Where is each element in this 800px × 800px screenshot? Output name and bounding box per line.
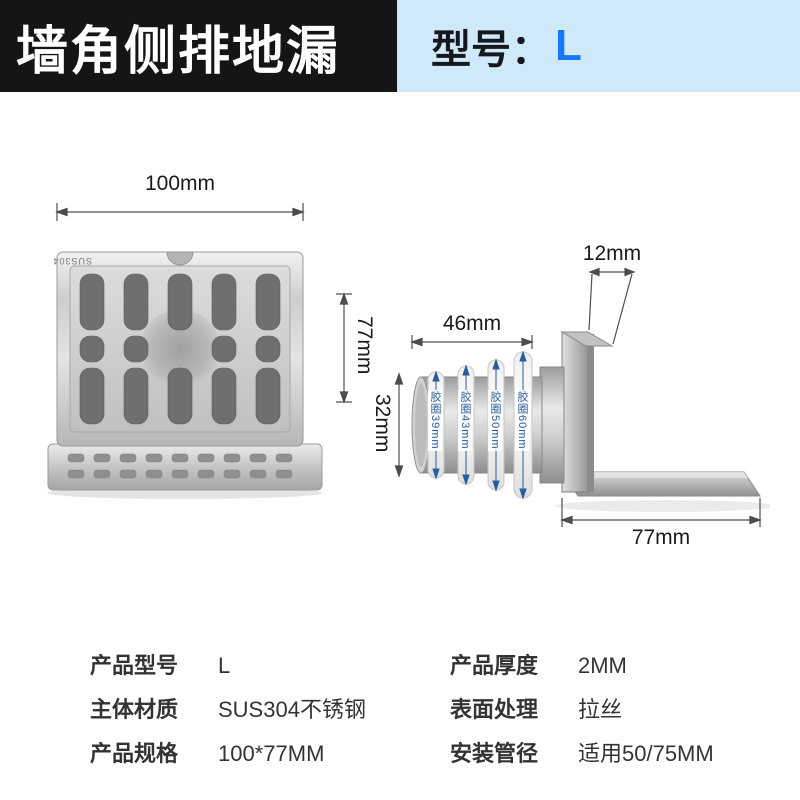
spec-label: 产品规格 bbox=[90, 741, 179, 766]
drain-cover-plate: SUS304 bbox=[52, 251, 304, 447]
spec-row-thickness: 产品厚度 2MM bbox=[450, 648, 627, 680]
pipe-collar bbox=[539, 366, 565, 484]
spec-label: 安装管径 bbox=[450, 741, 539, 766]
ring-size-label-50: 胶圈50mm bbox=[488, 390, 502, 451]
spec-value: SUS304不锈钢 bbox=[218, 697, 366, 722]
ring-size-label-39: 胶圈39mm bbox=[428, 390, 442, 451]
tray-slots bbox=[67, 453, 293, 479]
spec-row-model: 产品型号 L bbox=[90, 648, 230, 680]
spec-value: 拉丝 bbox=[578, 697, 623, 722]
ring-size-label-60: 胶圈60mm bbox=[515, 390, 529, 451]
top-view-width-dimension: 100mm bbox=[144, 172, 216, 195]
drain-tray bbox=[47, 443, 323, 491]
ring-size-label-43: 胶圈43mm bbox=[458, 390, 472, 451]
spec-row-size: 产品规格 100*77MM bbox=[90, 736, 324, 768]
product-title: 墙角侧排地漏 bbox=[16, 22, 341, 81]
drain-top-view-illustration: SUS304 bbox=[47, 251, 323, 499]
header: 墙角侧排地漏 型号： L bbox=[0, 0, 800, 92]
product-title-banner: 墙角侧排地漏 bbox=[0, 0, 397, 92]
spec-value: 2MM bbox=[578, 653, 627, 678]
model-banner: 型号： L bbox=[397, 0, 800, 92]
grate-slots bbox=[79, 273, 281, 425]
spec-label: 产品型号 bbox=[90, 653, 179, 678]
spec-row-material: 主体材质 SUS304不锈钢 bbox=[90, 692, 366, 724]
spec-row-surface: 表面处理 拉丝 bbox=[450, 692, 622, 724]
model-value: L bbox=[555, 21, 582, 70]
bracket-vertical-plate bbox=[561, 331, 589, 493]
pipe-length-dimension: 46mm bbox=[442, 312, 502, 335]
pipe-diameter-dimension: 32mm bbox=[371, 394, 394, 453]
spec-label: 主体材质 bbox=[90, 697, 179, 722]
flange-width-dimension: 12mm bbox=[582, 242, 642, 265]
spec-label: 表面处理 bbox=[450, 697, 539, 722]
spec-value: 适用50/75MM bbox=[578, 741, 714, 766]
spec-value: L bbox=[218, 653, 231, 678]
top-view-height-dimension: 77mm bbox=[353, 316, 376, 375]
bracket-top-flange bbox=[560, 331, 614, 347]
spec-row-pipe-diameter: 安装管径 适用50/75MM bbox=[450, 736, 714, 768]
spec-label: 产品厚度 bbox=[450, 653, 539, 678]
model-label: 型号： bbox=[431, 28, 551, 72]
drain-hole bbox=[140, 309, 220, 389]
mounting-bracket bbox=[560, 331, 761, 497]
steel-grade-mark: SUS304 bbox=[52, 256, 92, 266]
base-length-dimension: 77mm bbox=[631, 526, 691, 549]
bracket-shadow bbox=[555, 500, 770, 512]
spec-value: 100*77MM bbox=[218, 741, 325, 766]
drain-side-view-illustration bbox=[411, 331, 770, 512]
handle-notch bbox=[166, 251, 194, 266]
